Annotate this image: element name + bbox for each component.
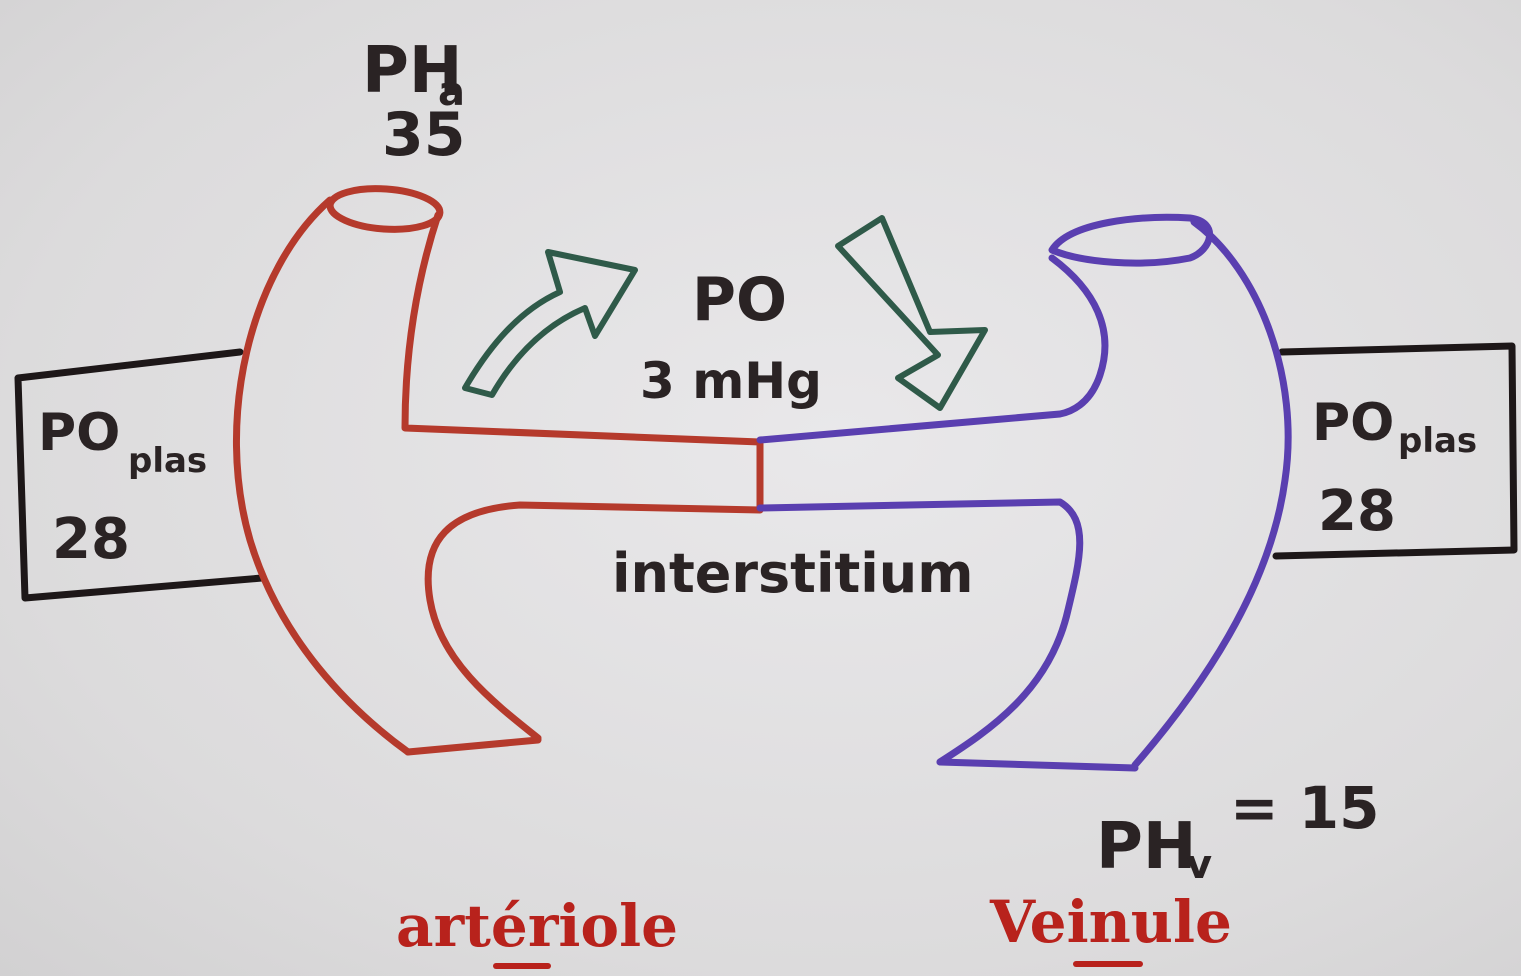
po-right-label: PO plas 28: [1312, 393, 1477, 544]
po-right-sub: plas: [1398, 421, 1477, 461]
arteriole-caption: artériole: [396, 892, 678, 966]
po-right-main: PO: [1312, 393, 1394, 453]
po-center-value: 3 mHg: [640, 352, 822, 410]
po-left-label: PO plas 28: [38, 403, 207, 572]
po-left-value: 28: [52, 507, 130, 572]
arteriole-vessel: [236, 185, 760, 752]
arrow-in-icon: [838, 218, 985, 408]
ph-venous-value: = 15: [1230, 774, 1380, 842]
ph-venous-label: PH v = 15: [1096, 774, 1380, 888]
po-left-main: PO: [38, 403, 120, 463]
interstitium-label: interstitium: [612, 542, 974, 605]
venule-caption: Veinule: [989, 888, 1232, 964]
ph-venous-sub: v: [1186, 842, 1212, 888]
venule-label: Veinule: [989, 888, 1232, 956]
po-right-value: 28: [1318, 479, 1396, 544]
ph-arterial-value: 35: [382, 100, 466, 170]
arrow-out-icon: [465, 252, 635, 395]
arteriole-label: artériole: [396, 892, 678, 960]
po-center-main: PO: [692, 265, 787, 335]
po-center-label: PO 3 mHg: [640, 265, 822, 410]
venule-vessel: [760, 217, 1288, 768]
po-left-sub: plas: [128, 441, 207, 481]
ph-arterial-label: PH a 35: [362, 34, 466, 170]
ph-venous-main: PH: [1096, 810, 1196, 884]
